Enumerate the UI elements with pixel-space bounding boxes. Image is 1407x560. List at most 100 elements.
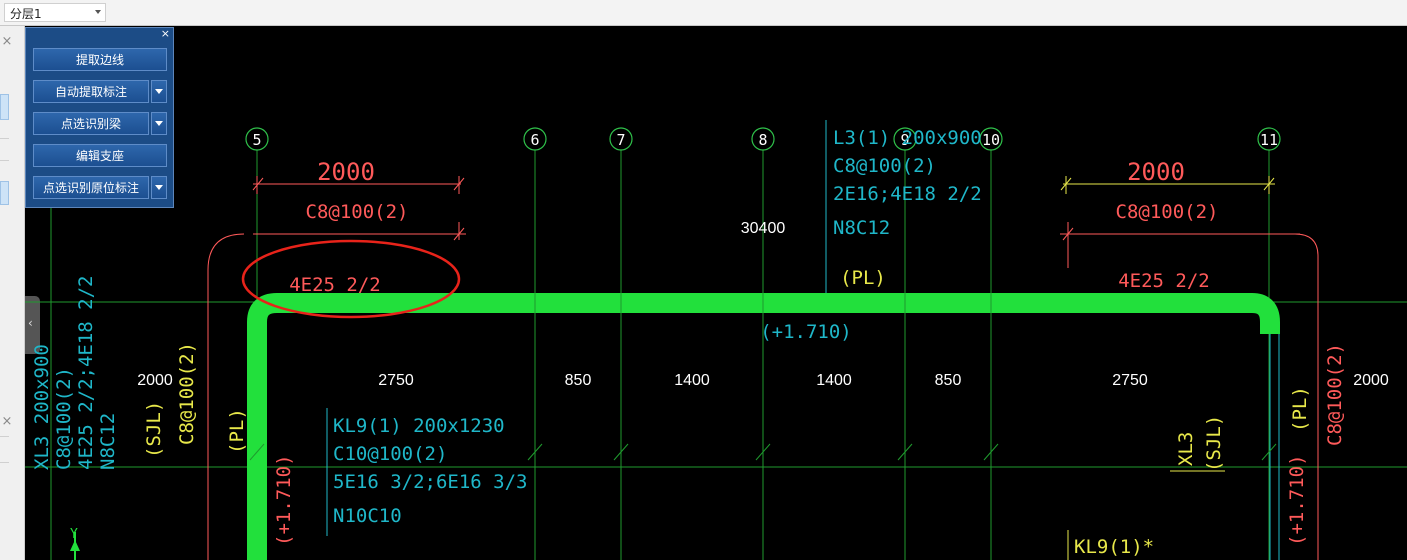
auto-extract-annotation-button[interactable]: 自动提取标注 bbox=[33, 80, 149, 103]
span-dim-5-6: 2750 bbox=[378, 372, 414, 389]
span-dim-10-11: 2750 bbox=[1112, 372, 1148, 389]
left-panel-selected-item[interactable] bbox=[0, 94, 9, 120]
dim-tick bbox=[1261, 443, 1277, 461]
right-xl3-label: XL3 bbox=[1175, 432, 1197, 466]
kl9-bottom-label: KL9(1)* bbox=[1074, 536, 1154, 558]
dim-tick bbox=[613, 443, 629, 461]
right-support-rebar-text: 4E25 2/2 bbox=[1118, 270, 1210, 292]
beam-recognition-panel: × 提取边线 自动提取标注 点选识别梁 编辑支座 点选识别原位标注 bbox=[25, 27, 174, 208]
ucs-y-label: Y bbox=[70, 527, 78, 542]
chevron-down-icon bbox=[95, 10, 101, 14]
span-dim-left: 2000 bbox=[137, 372, 173, 389]
left-xl3-side-rebar: N8C12 bbox=[97, 413, 119, 470]
axis-label-9: 9 bbox=[900, 131, 909, 149]
left-support-stirrup-text: C8@100(2) bbox=[306, 201, 409, 223]
axis-bubble-10[interactable] bbox=[979, 127, 1003, 151]
chevron-down-icon bbox=[155, 121, 163, 126]
pick-identify-inplace-annotation-button[interactable]: 点选识别原位标注 bbox=[33, 176, 149, 199]
dim-tick bbox=[1263, 177, 1275, 191]
edit-support-button[interactable]: 编辑支座 bbox=[33, 144, 167, 167]
axis-bubble-7[interactable] bbox=[609, 127, 633, 151]
close-icon[interactable]: × bbox=[1, 34, 13, 49]
axis-label-7: 7 bbox=[616, 131, 625, 149]
dim-tick bbox=[897, 443, 913, 461]
total-dimension: 30400 bbox=[741, 220, 786, 237]
kl9-beam-name: KL9(1) 200x1230 bbox=[333, 415, 505, 437]
left-support-dim-text: 2000 bbox=[317, 158, 375, 186]
span-dim-9-10: 850 bbox=[935, 372, 962, 389]
axis-label-5: 5 bbox=[252, 131, 261, 149]
dim-tick bbox=[1062, 227, 1074, 241]
left-elevation-label: (+1.710) bbox=[273, 454, 295, 546]
pick-identify-beam-dropdown[interactable] bbox=[151, 112, 167, 135]
close-icon[interactable]: × bbox=[160, 27, 170, 40]
axis-bubble-8[interactable] bbox=[751, 127, 775, 151]
right-sjl-label: (SJL) bbox=[1203, 415, 1225, 472]
pick-identify-inplace-dropdown[interactable] bbox=[151, 176, 167, 199]
dim-tick bbox=[453, 227, 465, 241]
axis-bubble-5[interactable] bbox=[245, 127, 269, 151]
span-dim-7-8: 1400 bbox=[674, 372, 710, 389]
left-panel-divider bbox=[0, 160, 9, 161]
dim-tick bbox=[527, 443, 543, 461]
axis-label-6: 6 bbox=[530, 131, 539, 149]
axis-label-10: 10 bbox=[982, 131, 1000, 149]
pick-identify-beam-button[interactable]: 点选识别梁 bbox=[33, 112, 149, 135]
left-xl3-stirrup: C8@100(2) bbox=[53, 367, 75, 470]
kl9-beam-rebar: 5E16 3/2;6E16 3/3 bbox=[333, 471, 527, 493]
l3-beam-side-rebar: N8C12 bbox=[833, 217, 890, 239]
span-dim-6-7: 850 bbox=[565, 372, 592, 389]
axis-bubble-11[interactable] bbox=[1257, 127, 1281, 151]
layer-select[interactable]: 分层1 bbox=[4, 3, 106, 22]
panel-collapse-handle[interactable]: ‹ bbox=[25, 296, 40, 354]
left-red-curve bbox=[207, 233, 245, 560]
right-elevation-label: (+1.710) bbox=[1286, 454, 1308, 546]
left-vertical-stirrup: C8@100(2) bbox=[176, 342, 198, 445]
extract-edge-button[interactable]: 提取边线 bbox=[33, 48, 167, 71]
axis-label-11: 11 bbox=[1260, 131, 1278, 149]
dim-tick bbox=[1060, 177, 1072, 191]
beam-elevation-label: (+1.710) bbox=[760, 321, 852, 343]
dim-tick bbox=[755, 443, 771, 461]
axis-bubble-9[interactable] bbox=[893, 127, 917, 151]
dim-tick bbox=[453, 177, 465, 191]
ucs-arrow-icon bbox=[70, 540, 80, 551]
l3-beam-name: L3(1) 200x900 bbox=[833, 127, 982, 149]
main-beam-polyline[interactable] bbox=[247, 293, 1280, 560]
right-pl-label: (PL) bbox=[1289, 386, 1311, 432]
kl9-beam-stirrup: C10@100(2) bbox=[333, 443, 447, 465]
axis-label-8: 8 bbox=[758, 131, 767, 149]
span-dim-8-9: 1400 bbox=[816, 372, 852, 389]
top-toolbar: 分层1 bbox=[0, 0, 1407, 26]
left-support-rebar-text: 4E25 2/2 bbox=[289, 274, 381, 296]
highlight-ellipse bbox=[241, 239, 461, 319]
span-dim-right: 2000 bbox=[1353, 372, 1389, 389]
left-panel-divider bbox=[0, 138, 9, 139]
l3-beam-rebar: 2E16;4E18 2/2 bbox=[833, 183, 982, 205]
auto-extract-dropdown[interactable] bbox=[151, 80, 167, 103]
chevron-left-icon: ‹ bbox=[28, 316, 33, 330]
left-pl-label: (PL) bbox=[226, 408, 248, 454]
left-xl3-name: XL3 200x900 bbox=[31, 344, 53, 470]
kl9-beam-side-rebar: N10C10 bbox=[333, 505, 402, 527]
left-panel-divider bbox=[0, 436, 9, 437]
left-panel-divider bbox=[0, 462, 9, 463]
left-panel-selected-item[interactable] bbox=[0, 181, 9, 205]
left-side-panel: × × bbox=[0, 26, 25, 560]
close-icon[interactable]: × bbox=[1, 414, 13, 429]
pl-label-top: (PL) bbox=[840, 267, 886, 289]
left-sjl-label: (SJL) bbox=[143, 401, 165, 458]
l3-beam-stirrup: C8@100(2) bbox=[833, 155, 936, 177]
right-red-curve bbox=[1294, 233, 1319, 560]
right-vertical-stirrup: C8@100(2) bbox=[1324, 343, 1346, 446]
axis-bubble-6[interactable] bbox=[523, 127, 547, 151]
right-support-stirrup-text: C8@100(2) bbox=[1116, 201, 1219, 223]
right-support-dim-text: 2000 bbox=[1127, 158, 1185, 186]
layer-select-value: 分层1 bbox=[10, 7, 42, 21]
dim-tick bbox=[983, 443, 999, 461]
chevron-down-icon bbox=[155, 89, 163, 94]
dim-tick bbox=[249, 443, 265, 461]
dim-tick bbox=[252, 177, 264, 191]
left-xl3-rebar: 4E25 2/2;4E18 2/2 bbox=[75, 276, 97, 470]
